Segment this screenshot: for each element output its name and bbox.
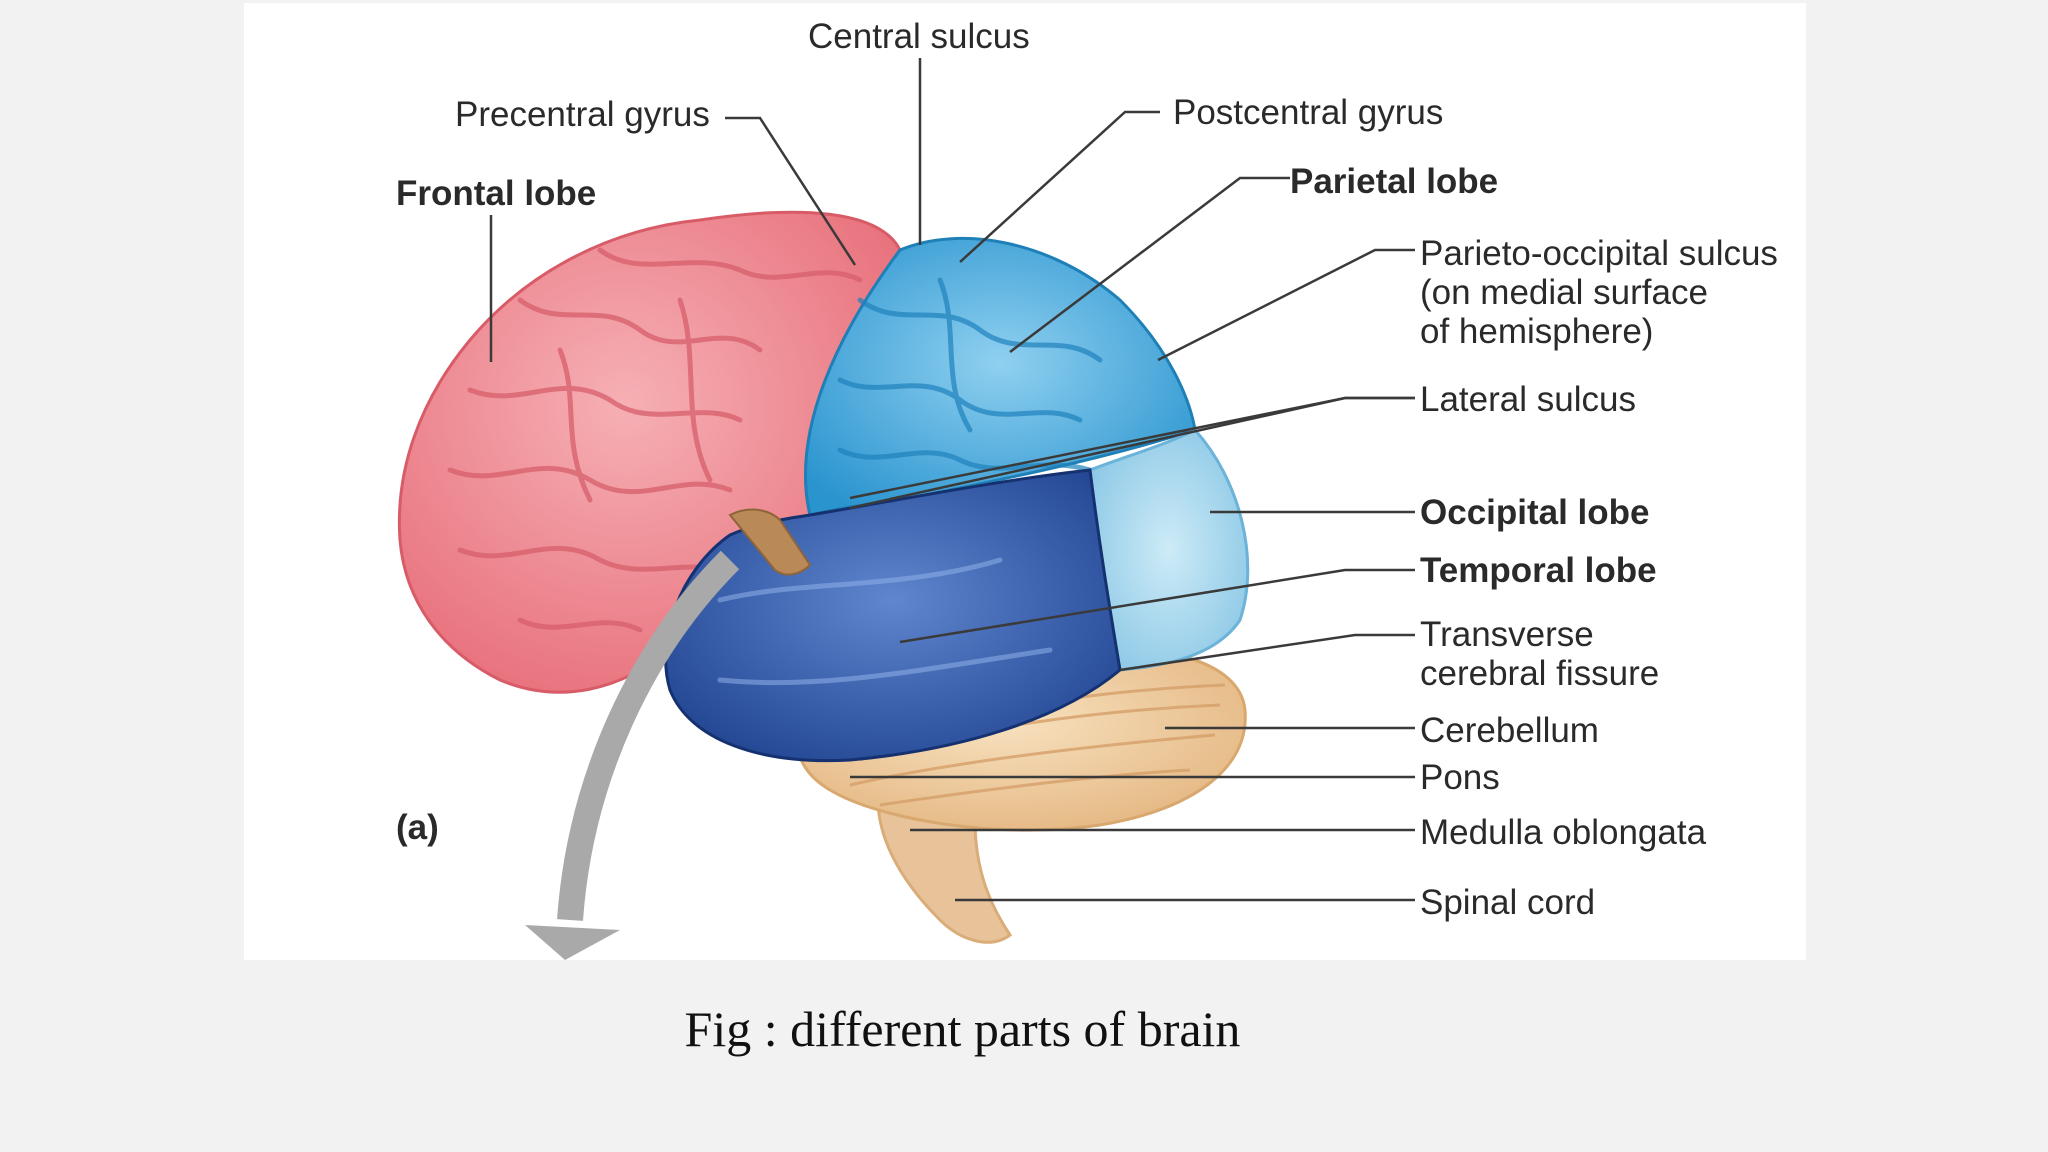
- panel-label: (a): [396, 808, 439, 847]
- label-parieto-occipital-sulcus: Parieto-occipital sulcus (on medial surf…: [1420, 234, 1778, 351]
- temporal-gyri: [717, 557, 1053, 686]
- curved-arrow-head: [525, 925, 620, 960]
- label-central-sulcus: Central sulcus: [808, 17, 1030, 56]
- leader-lines: [489, 58, 1415, 902]
- label-occipital-lobe: Occipital lobe: [1420, 493, 1650, 532]
- figure-caption: Fig : different parts of brain: [684, 1001, 1241, 1057]
- label-lateral-sulcus: Lateral sulcus: [1420, 380, 1636, 419]
- label-spinal-cord: Spinal cord: [1420, 883, 1596, 922]
- label-precentral-gyrus: Precentral gyrus: [455, 95, 710, 134]
- label-parietal-lobe: Parietal lobe: [1290, 162, 1499, 201]
- label-transverse-cerebral-fissure: Transverse cerebral fissure: [1420, 615, 1660, 693]
- insula-stub: [728, 508, 812, 576]
- frontal-gyri: [447, 247, 863, 633]
- label-postcentral-gyrus: Postcentral gyrus: [1173, 93, 1444, 132]
- label-medulla-oblongata: Medulla oblongata: [1420, 813, 1707, 852]
- label-cerebellum: Cerebellum: [1420, 711, 1599, 750]
- curved-arrow: [557, 550, 740, 921]
- label-pons: Pons: [1420, 758, 1500, 797]
- label-frontal-lobe: Frontal lobe: [396, 174, 597, 213]
- label-temporal-lobe: Temporal lobe: [1420, 551, 1657, 590]
